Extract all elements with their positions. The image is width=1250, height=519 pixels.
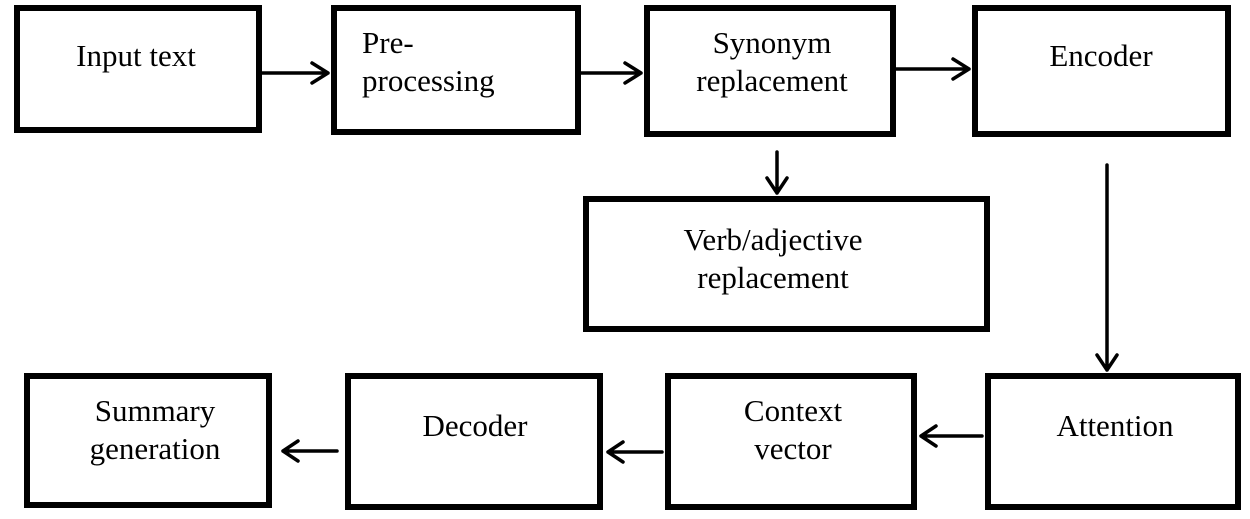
node-preprocessing-label: Pre- processing <box>362 24 495 100</box>
edge-decoder-to-summary <box>281 439 339 463</box>
node-preprocessing <box>331 5 581 135</box>
node-decoder-label: Decoder <box>423 407 528 445</box>
node-decoder <box>345 373 603 510</box>
node-verb-adjective-replacement <box>583 196 990 332</box>
edge-encoder-to-attention <box>1095 163 1119 372</box>
node-synonym-replacement-line-2: replacement <box>696 63 848 98</box>
edge-context-to-decoder <box>606 440 664 464</box>
edge-preprocessing-to-synonym <box>577 61 643 85</box>
node-input-text <box>14 5 262 133</box>
node-synonym-replacement-line-1: Synonym <box>712 25 832 60</box>
node-input-text-line-1: Input text <box>76 38 196 73</box>
node-input-text-label: Input text <box>76 37 196 75</box>
node-context-vector-label: Context vector <box>744 392 842 468</box>
node-summary-generation-line-1: Summary <box>94 393 216 428</box>
node-context-vector-line-1: Context <box>743 393 843 428</box>
node-summary-generation <box>24 373 272 508</box>
node-verb-adjective-replacement-label: Verb/adjective replacement <box>683 221 862 297</box>
node-verb-adjective-replacement-line-1: Verb/adjective <box>683 222 863 257</box>
edge-input-to-preprocessing <box>260 61 330 85</box>
node-encoder-label: Encoder <box>1049 37 1152 75</box>
node-verb-adjective-replacement-line-2: replacement <box>697 260 849 295</box>
node-preprocessing-line-1: Pre- <box>362 25 414 60</box>
edge-synonym-to-encoder <box>894 57 971 81</box>
node-attention <box>985 373 1241 510</box>
node-encoder <box>972 5 1231 137</box>
node-summary-generation-line-2: generation <box>89 431 221 466</box>
node-attention-line-1: Attention <box>1056 408 1174 443</box>
node-synonym-replacement-label: Synonym replacement <box>696 24 847 100</box>
node-decoder-line-1: Decoder <box>422 408 528 443</box>
node-context-vector <box>665 373 917 510</box>
node-attention-label: Attention <box>1056 407 1173 445</box>
node-encoder-line-1: Encoder <box>1049 38 1153 73</box>
edge-synonym-to-verb-adjective <box>765 150 789 195</box>
edge-attention-to-context <box>919 424 984 448</box>
node-preprocessing-line-2: processing <box>362 63 495 98</box>
node-context-vector-line-2: vector <box>754 431 832 466</box>
node-summary-generation-label: Summary generation <box>90 392 221 468</box>
node-synonym-replacement <box>644 5 896 137</box>
